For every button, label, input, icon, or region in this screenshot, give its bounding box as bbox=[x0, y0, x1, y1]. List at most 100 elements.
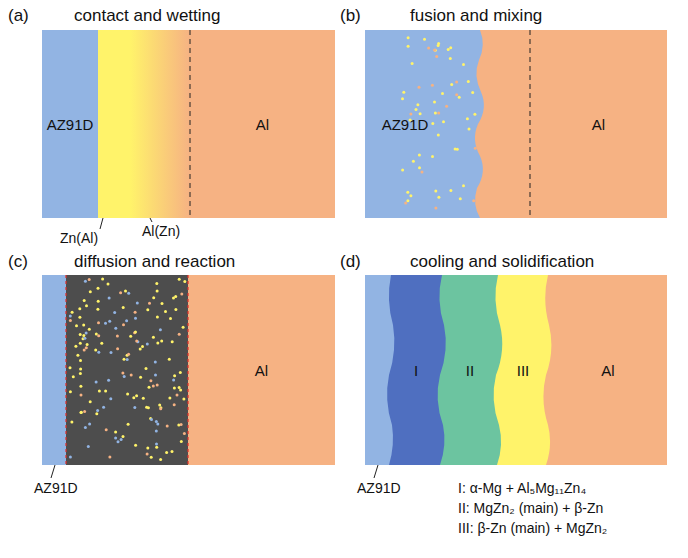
particle-dot bbox=[406, 199, 409, 202]
particle-dot bbox=[467, 80, 470, 83]
particle-dot bbox=[104, 322, 107, 325]
particle-dot bbox=[135, 394, 138, 397]
particle-dot bbox=[455, 81, 458, 84]
particle-dot bbox=[139, 347, 142, 350]
particle-dot bbox=[85, 304, 88, 307]
particle-dot bbox=[418, 86, 421, 89]
particle-dot bbox=[86, 343, 89, 346]
particle-dot bbox=[156, 341, 159, 344]
az91d-band bbox=[365, 275, 394, 465]
particle-dot bbox=[433, 100, 436, 103]
interface-line bbox=[190, 30, 191, 218]
particle-dot bbox=[79, 359, 82, 362]
particle-dot bbox=[171, 340, 174, 343]
particle-dot bbox=[134, 311, 137, 314]
particle-dot bbox=[80, 393, 83, 396]
particle-dot bbox=[89, 400, 92, 403]
panel-title: diffusion and reaction bbox=[74, 252, 235, 272]
particle-dot bbox=[401, 97, 404, 100]
particle-dot bbox=[97, 351, 100, 354]
particle-dot bbox=[117, 440, 120, 443]
particle-dot bbox=[407, 36, 410, 39]
particle-dot bbox=[155, 282, 158, 285]
phase-note: I: α-Mg + Al₅Mg₁₁Zn₄ bbox=[458, 480, 586, 496]
particle-dot bbox=[133, 331, 136, 334]
az91d-band bbox=[365, 30, 484, 218]
particle-dot bbox=[468, 128, 471, 131]
zone-band: III bbox=[500, 275, 546, 465]
particle-dot bbox=[134, 444, 137, 447]
particle-dot bbox=[83, 299, 86, 302]
particle-dot bbox=[150, 456, 153, 459]
particle-dot bbox=[102, 406, 105, 409]
particle-dot bbox=[412, 160, 415, 163]
particle-dot bbox=[180, 293, 183, 296]
particle-dot bbox=[445, 105, 448, 108]
base-metal-band: Al bbox=[530, 30, 667, 218]
particle-dot bbox=[127, 423, 130, 426]
zone-band: I bbox=[392, 275, 440, 465]
particle-dot bbox=[434, 207, 437, 210]
particle-dot bbox=[462, 63, 465, 66]
particle-dot bbox=[441, 92, 444, 95]
particle-dot bbox=[129, 335, 132, 338]
particle-dot bbox=[152, 336, 155, 339]
zone-i bbox=[365, 275, 446, 465]
particle-dot bbox=[97, 300, 100, 303]
particle-dot bbox=[114, 431, 117, 434]
particle-dot bbox=[121, 372, 124, 375]
phase-note: III: β-Zn (main) + MgZn₂ bbox=[458, 520, 607, 536]
base-metal-band: AZ91D bbox=[365, 30, 445, 218]
particle-dot bbox=[183, 280, 186, 283]
particle-dot bbox=[133, 406, 136, 409]
particle-dot bbox=[84, 426, 87, 429]
zn-interlayer bbox=[98, 30, 190, 218]
particle-dot bbox=[152, 385, 155, 388]
particle-dot bbox=[172, 378, 175, 381]
particle-dot bbox=[178, 278, 181, 281]
particle-dot bbox=[148, 386, 151, 389]
particle-dot bbox=[101, 278, 104, 281]
particle-dot bbox=[69, 366, 72, 369]
particle-dot bbox=[462, 184, 465, 187]
particle-dot bbox=[122, 306, 125, 309]
particle-dot bbox=[407, 45, 410, 48]
particle-dot bbox=[88, 328, 91, 331]
particle-dot bbox=[182, 397, 185, 400]
particle-dot bbox=[174, 295, 177, 298]
particle-dot bbox=[145, 367, 148, 370]
particle-dot bbox=[419, 112, 422, 115]
particle-dot bbox=[105, 428, 108, 431]
particle-dot bbox=[434, 190, 437, 193]
particle-dot bbox=[168, 358, 171, 361]
particle-dot bbox=[134, 317, 137, 320]
band-label: Al bbox=[256, 116, 269, 133]
particle-dot bbox=[100, 342, 103, 345]
particle-dot bbox=[69, 319, 72, 322]
band-label: Al bbox=[255, 362, 268, 379]
particle-dot bbox=[178, 386, 181, 389]
az91d-band bbox=[42, 275, 66, 465]
particle-dot bbox=[431, 155, 434, 158]
particle-dot bbox=[159, 407, 162, 410]
particle-dot bbox=[95, 380, 98, 383]
band-label: III bbox=[517, 362, 530, 379]
particle-dot bbox=[156, 316, 159, 319]
particle-dot bbox=[433, 49, 436, 52]
melt-zone bbox=[66, 275, 188, 465]
particle-dot bbox=[173, 403, 176, 406]
band-label: I bbox=[414, 362, 418, 379]
particle-dot bbox=[74, 345, 77, 348]
az91d-band bbox=[42, 30, 98, 218]
particle-dot bbox=[437, 112, 440, 115]
particle-dot bbox=[120, 438, 123, 441]
particle-dot bbox=[179, 371, 182, 374]
particle-dot bbox=[85, 346, 88, 349]
band-label: Al bbox=[601, 362, 614, 379]
part-name: AZ91D bbox=[34, 480, 78, 496]
particle-dot bbox=[70, 421, 73, 424]
particle-dot bbox=[114, 327, 117, 330]
phase-note: II: MgZn₂ (main) + β-Zn bbox=[458, 500, 603, 516]
particle-dot bbox=[95, 332, 98, 335]
particle-dot bbox=[176, 394, 179, 397]
